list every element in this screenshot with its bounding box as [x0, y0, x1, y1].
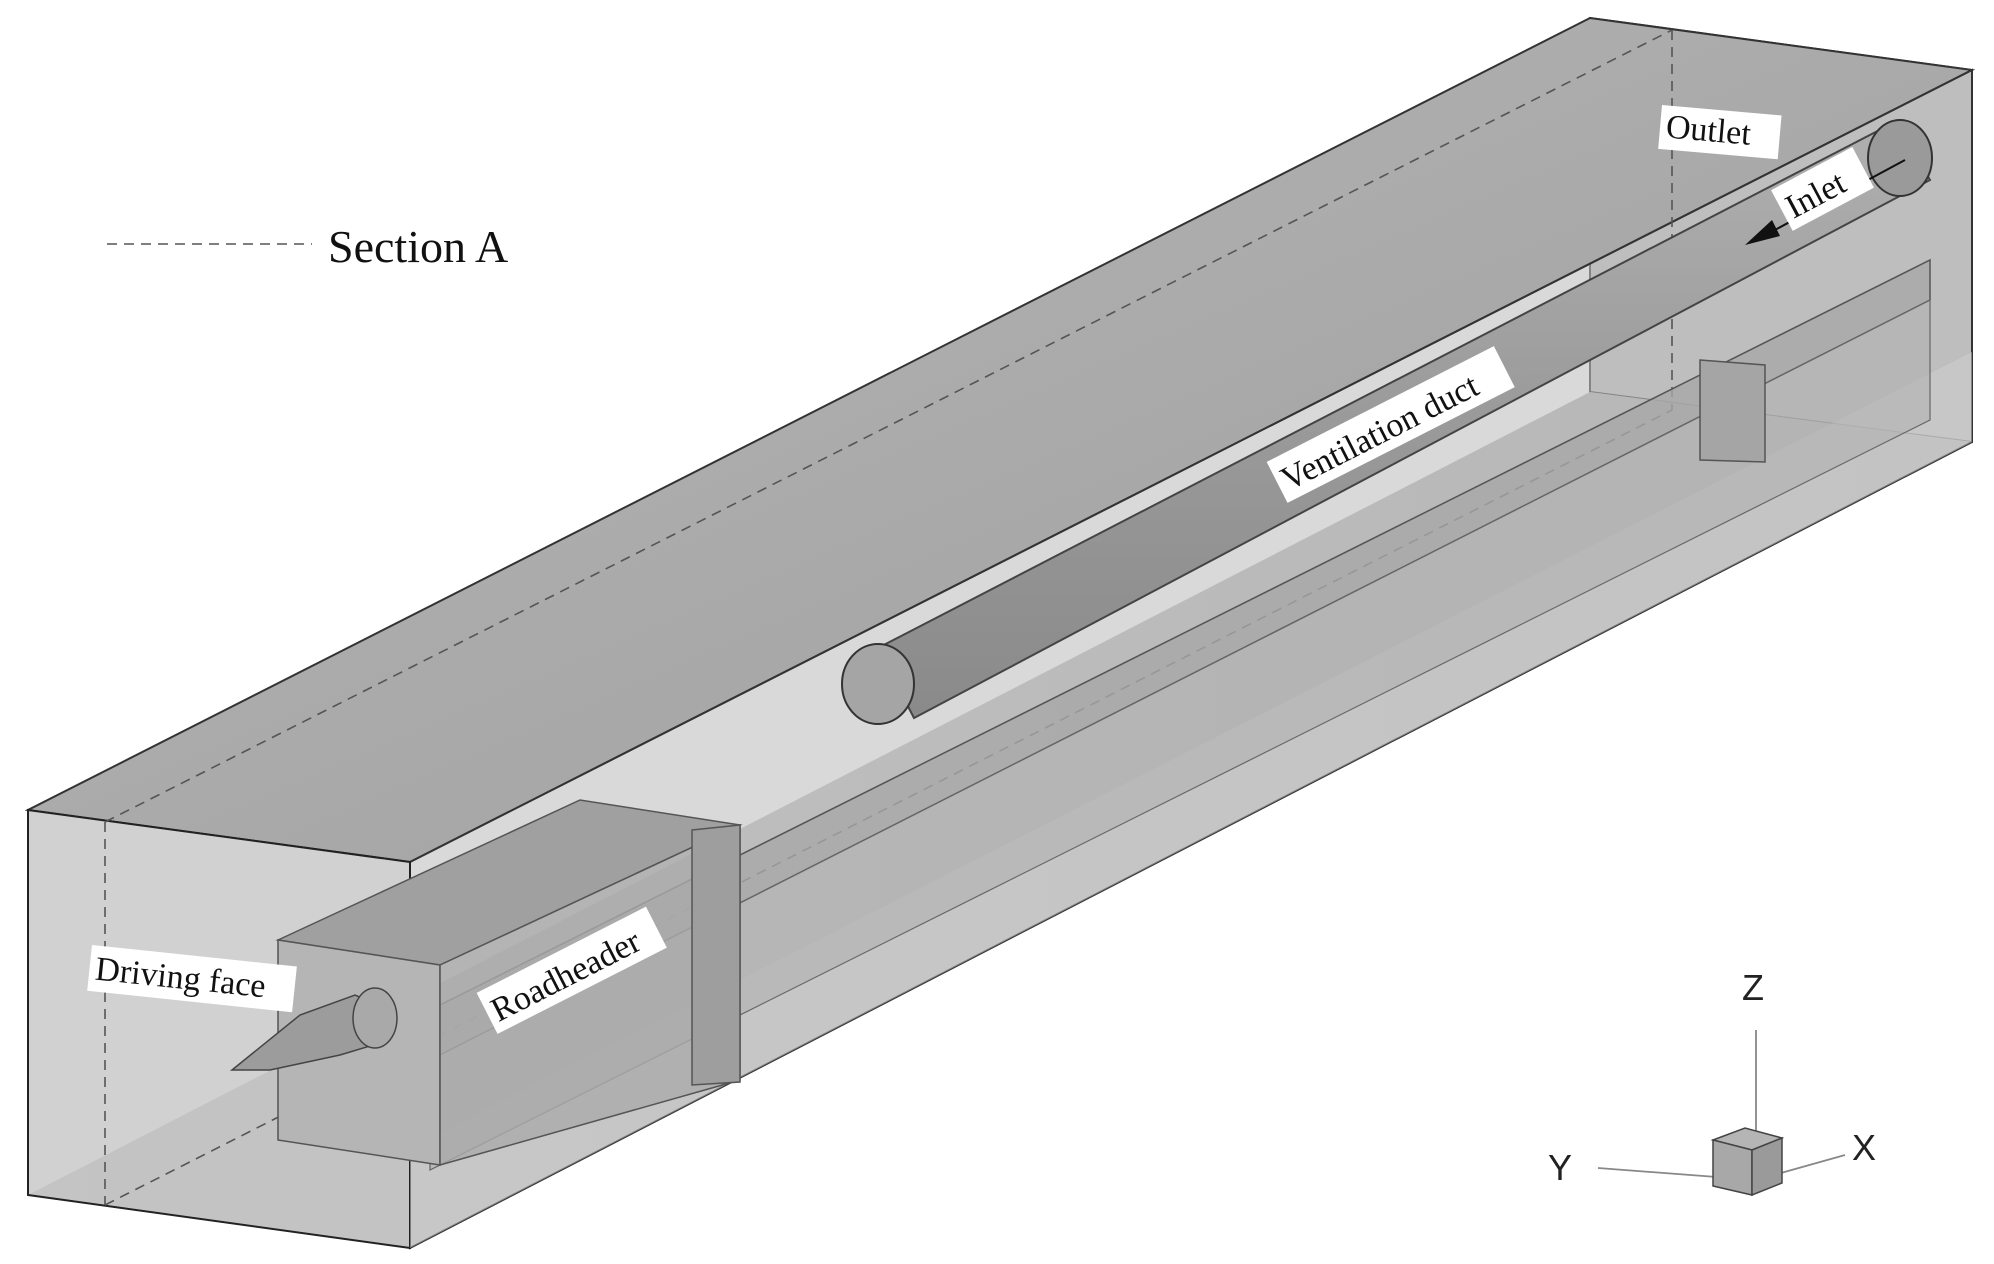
roadheader-rear-tab — [1699, 359, 1766, 463]
ventilation-duct-far-end — [1867, 119, 1933, 197]
outlet-label-group: Outlet — [1658, 105, 1782, 160]
legend: Section A — [107, 221, 508, 272]
roadheader — [229, 258, 1931, 1171]
axis-cube-front — [1712, 1139, 1753, 1196]
axis-y-label: Y — [1548, 1147, 1572, 1188]
axis-z-label: Z — [1742, 967, 1764, 1008]
axis-cube-side — [1751, 1136, 1783, 1197]
driving-face-label-group: Driving face — [87, 945, 297, 1013]
axis-x-label: X — [1852, 1127, 1876, 1168]
outlet-label: Outlet — [1664, 109, 1752, 153]
ventilation-duct-near-end — [841, 643, 915, 725]
roadheader-tab — [691, 824, 741, 1086]
legend-section-label: Section A — [328, 221, 508, 272]
axis-triad: Z Y X — [1548, 967, 1876, 1197]
